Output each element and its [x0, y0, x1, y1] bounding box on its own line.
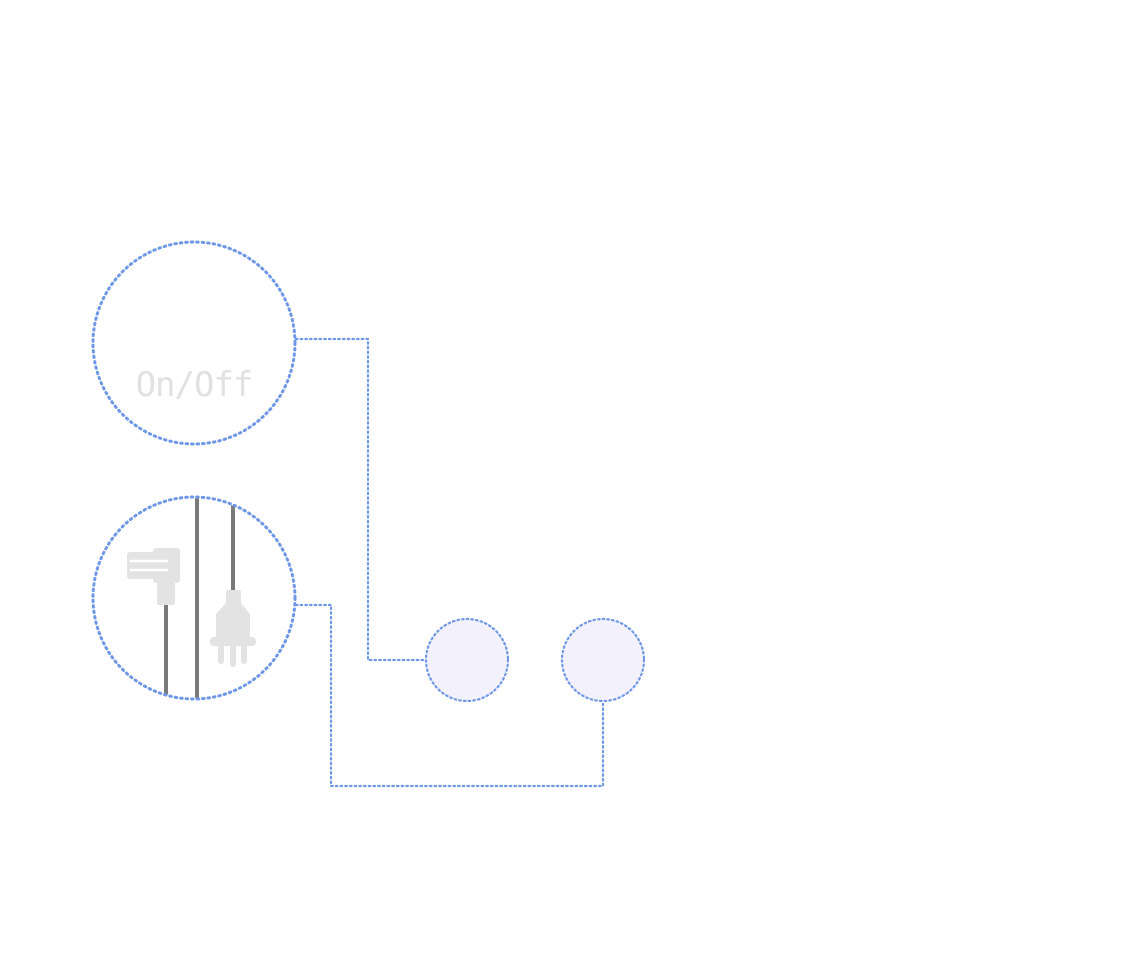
power-cable-callout	[91, 495, 297, 701]
power-switch-leader-line	[294, 337, 427, 662]
power-switch-target-point	[424, 617, 510, 703]
power-cable-callout-ring	[91, 495, 297, 701]
power-cable-illustration	[127, 498, 256, 698]
power-plug-icon	[210, 590, 256, 667]
angled-connector-icon	[127, 548, 180, 605]
power-cable-leader-line	[294, 603, 605, 788]
power-cable-target-point	[560, 617, 646, 703]
power-switch-callout-ring	[91, 240, 297, 446]
power-switch-label: On/Off	[136, 365, 253, 405]
power-switch-callout: On/Off	[91, 240, 297, 446]
